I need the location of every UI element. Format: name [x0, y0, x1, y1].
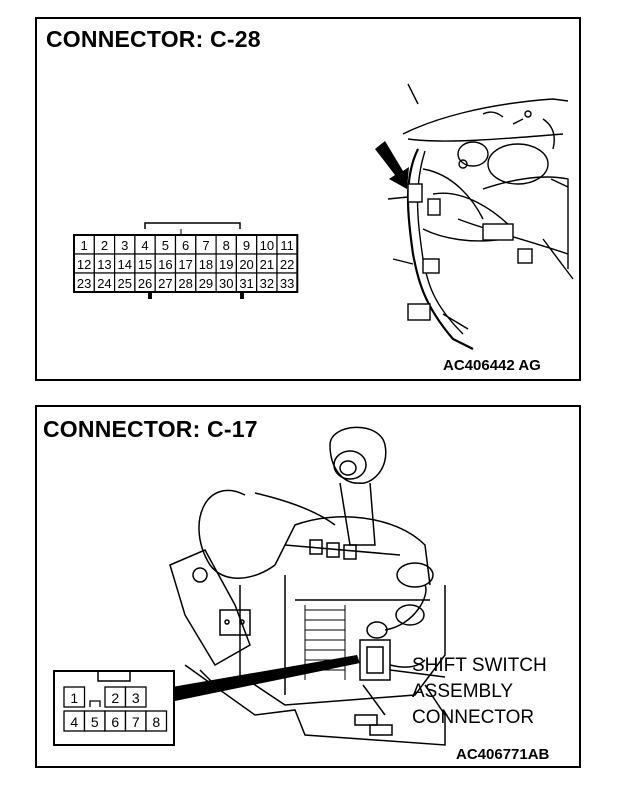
- pin-number: 1: [81, 238, 88, 253]
- pin-number: 21: [260, 257, 274, 272]
- pin-number: 26: [138, 276, 152, 291]
- pin-number: 30: [219, 276, 233, 291]
- figure-code: AC406442 AG: [443, 357, 541, 374]
- pin-number: 23: [77, 276, 91, 291]
- pin-number: 25: [118, 276, 132, 291]
- connector-outline: [73, 234, 299, 293]
- pin-number: 32: [260, 276, 274, 291]
- pin-number: 13: [97, 257, 111, 272]
- pin-number: 18: [199, 257, 213, 272]
- pin-number: 7: [202, 238, 209, 253]
- pin-number: 9: [243, 238, 250, 253]
- pin-number: 8: [223, 238, 230, 253]
- pin-number: 6: [182, 238, 189, 253]
- callout-line: ASSEMBLY: [412, 681, 514, 702]
- pin-number: 27: [158, 276, 172, 291]
- pin-number: 7: [132, 714, 140, 730]
- pin-cell: [63, 686, 86, 708]
- pin-number: 16: [158, 257, 172, 272]
- callout-line: SHIFT SWITCH: [412, 655, 547, 676]
- pin-number: 14: [118, 257, 132, 272]
- key-notch: [89, 700, 101, 707]
- dashboard-harness-illustration: [375, 83, 574, 350]
- pin-number: 15: [138, 257, 152, 272]
- pin-number: 8: [152, 714, 160, 730]
- pin-number: 24: [97, 276, 111, 291]
- pin-cell: [124, 686, 147, 708]
- pin-number: 28: [178, 276, 192, 291]
- pin-number: 2: [111, 690, 119, 706]
- figure-code: AC406771AB: [456, 746, 550, 763]
- pin-number: 11: [280, 238, 294, 253]
- pin-number: 3: [132, 690, 140, 706]
- pin-number: 2: [101, 238, 108, 253]
- shift-switch-callout: SHIFT SWITCH ASSEMBLY CONNECTOR: [412, 653, 547, 731]
- pin-number: 17: [178, 257, 192, 272]
- pin-number: 33: [280, 276, 294, 291]
- connector-c17-panel: CONNECTOR: C-17: [35, 405, 581, 768]
- pin-number: 6: [111, 714, 119, 730]
- panel-title: CONNECTOR: C-28: [46, 26, 261, 52]
- panel-title: CONNECTOR: C-17: [43, 416, 258, 442]
- pin-number: 22: [280, 257, 294, 272]
- pin-number: 5: [162, 238, 169, 253]
- callout-line: CONNECTOR: [412, 707, 535, 728]
- pin-number: 29: [199, 276, 213, 291]
- shift-lever-illustration: [97, 426, 446, 746]
- pin-number: 12: [77, 257, 91, 272]
- pin-number: 20: [239, 257, 253, 272]
- pin-number: 10: [260, 238, 274, 253]
- pin-number: 4: [141, 238, 148, 253]
- pin-number: 3: [121, 238, 128, 253]
- pin-number: 5: [91, 714, 99, 730]
- pin-number: 4: [70, 714, 78, 730]
- pin-number: 19: [219, 257, 233, 272]
- pin-cell: [145, 710, 168, 732]
- pin-number: 1: [70, 690, 78, 706]
- pin-number: 31: [239, 276, 253, 291]
